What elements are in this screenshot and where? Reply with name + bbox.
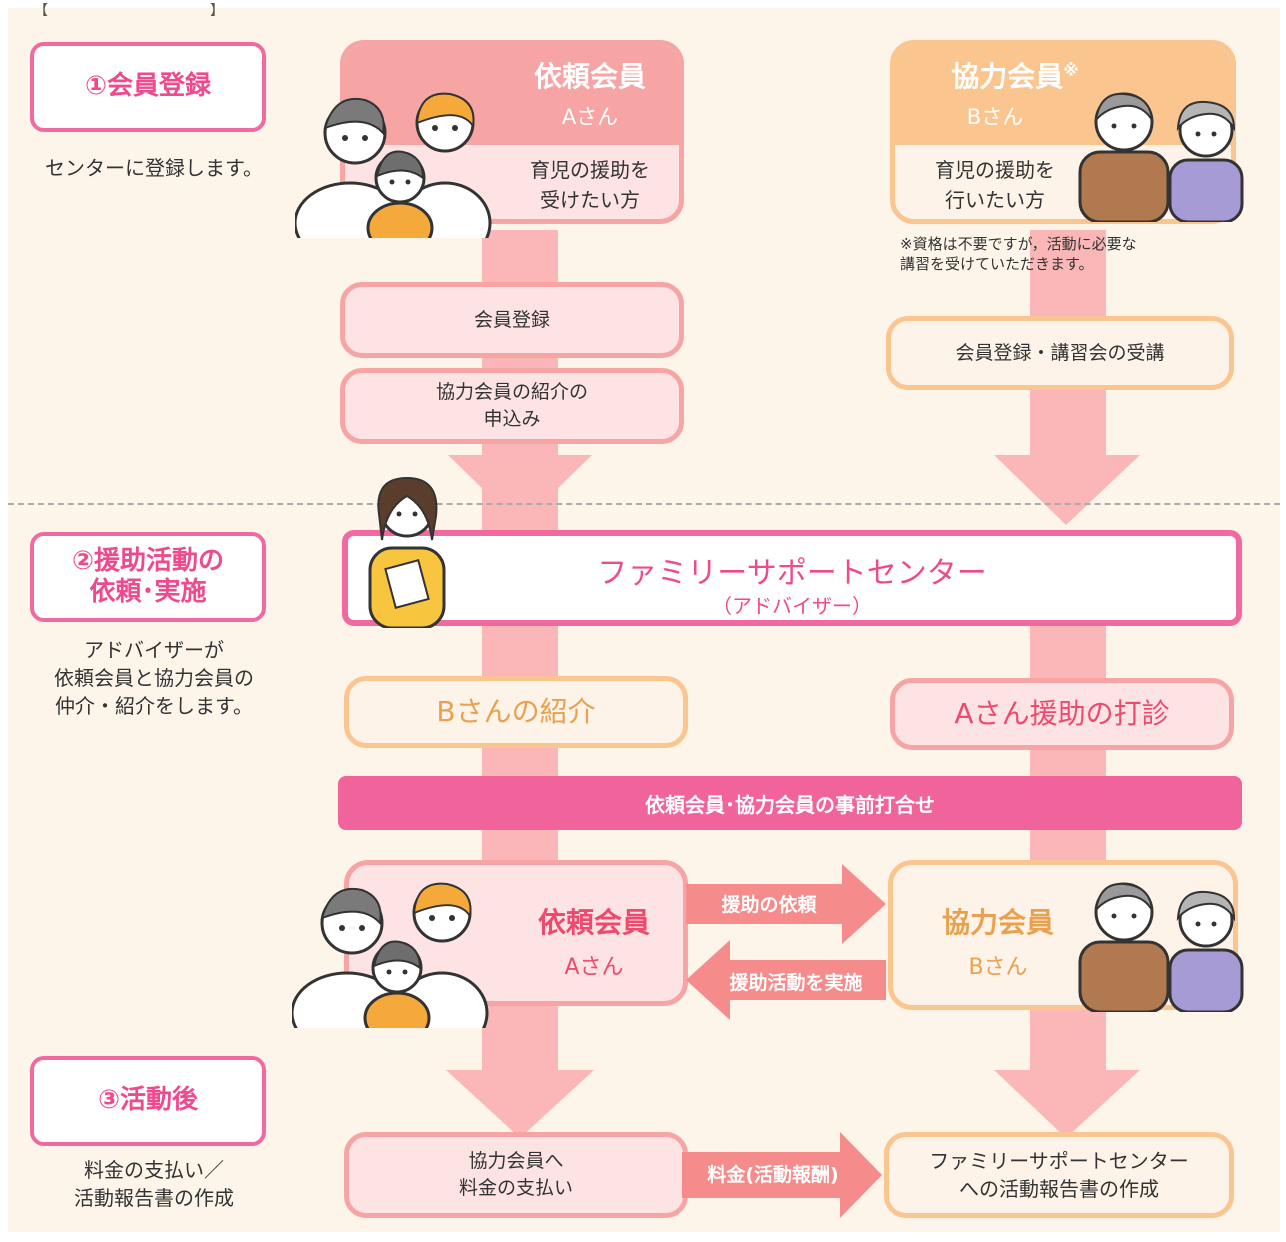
help-member-title: 協力会員 (941, 906, 1054, 939)
sound-a-box: Aさん援助の打診 (890, 678, 1234, 750)
requester-desc: 育児の援助を 受けたい方 (530, 158, 650, 212)
requester-title: 依頼会員 (533, 60, 646, 93)
helper-header (895, 45, 1231, 145)
step3-desc: 料金の支払い／ 活動報告書の作成 (74, 1158, 234, 1210)
arrow-request-label: 援助の依頼 (721, 894, 817, 916)
intro-b-box: Bさんの紹介 (344, 676, 688, 748)
req-apply-box: 協力会員の紹介の 申込み (340, 368, 684, 444)
pre-meeting-bar: 依頼会員･協力会員の事前打合せ (338, 776, 1242, 830)
advisor-illustration-icon (368, 476, 446, 628)
right-arrow-head-1 (994, 455, 1140, 525)
support-center-box: ファミリーサポートセンター （アドバイザー） (342, 530, 1242, 626)
req-member-name: Aさん (564, 955, 624, 980)
step2-label: ②援助活動の 依頼･実施 (30, 532, 266, 622)
bracket-close: 】 (210, 3, 224, 19)
help-register-box: 会員登録・講習会の受講 (886, 316, 1234, 390)
seniors-illustration-2-icon (1078, 882, 1244, 1012)
req-member-title: 依頼会員 (537, 906, 650, 939)
req-register-box: 会員登録 (340, 282, 684, 358)
arrow-activity-label: 援助活動を実施 (729, 972, 863, 994)
helper-title: 協力会員 (951, 60, 1064, 93)
left-arrow-head-2 (446, 1070, 594, 1138)
helper-note: ※資格は不要ですが，活動に必要な 講習を受けていただきます。 (900, 235, 1137, 274)
arrow-request-shape (686, 864, 886, 944)
fee-arrow (682, 1132, 882, 1218)
requester-header (345, 45, 679, 145)
center-sub: （アドバイザー） (712, 594, 872, 618)
fee-arrow-shape (682, 1132, 882, 1218)
arrow-activity-shape (686, 940, 886, 1020)
left-arrow-head-1 (448, 455, 592, 525)
helper-note-mark: ※ (1063, 60, 1079, 80)
right-arrow-head-2 (994, 1070, 1140, 1138)
helper-name: Bさん (966, 105, 1024, 129)
center-title: ファミリーサポートセンター (597, 556, 987, 591)
step3-label: ③活動後 (30, 1056, 266, 1146)
step1-label: ①会員登録 (30, 42, 266, 132)
help-member-name: Bさん (968, 955, 1028, 980)
helper-title-wrap: 協力会員※ (915, 55, 1115, 95)
horizontal-arrows (686, 864, 886, 1020)
section-divider (8, 503, 1280, 505)
step2-desc: アドバイザーが 依頼会員と協力会員の 仲介・紹介をします。 (54, 638, 254, 718)
family-illustration-icon (295, 92, 492, 238)
seniors-illustration-icon (1078, 92, 1244, 222)
family-illustration-2-icon (292, 882, 489, 1028)
fee-arrow-label: 料金(活動報酬) (707, 1164, 839, 1186)
pay-box: 協力会員へ 料金の支払い (344, 1132, 688, 1218)
left-arrow-shaft-lower (482, 1000, 558, 1072)
bracket-open: 【 (34, 3, 48, 19)
report-box: ファミリーサポートセンター への活動報告書の作成 (884, 1132, 1234, 1218)
helper-desc: 育児の援助を 行いたい方 (935, 158, 1055, 212)
requester-name: Aさん (561, 105, 619, 129)
step1-desc: センターに登録します。 (45, 156, 263, 180)
